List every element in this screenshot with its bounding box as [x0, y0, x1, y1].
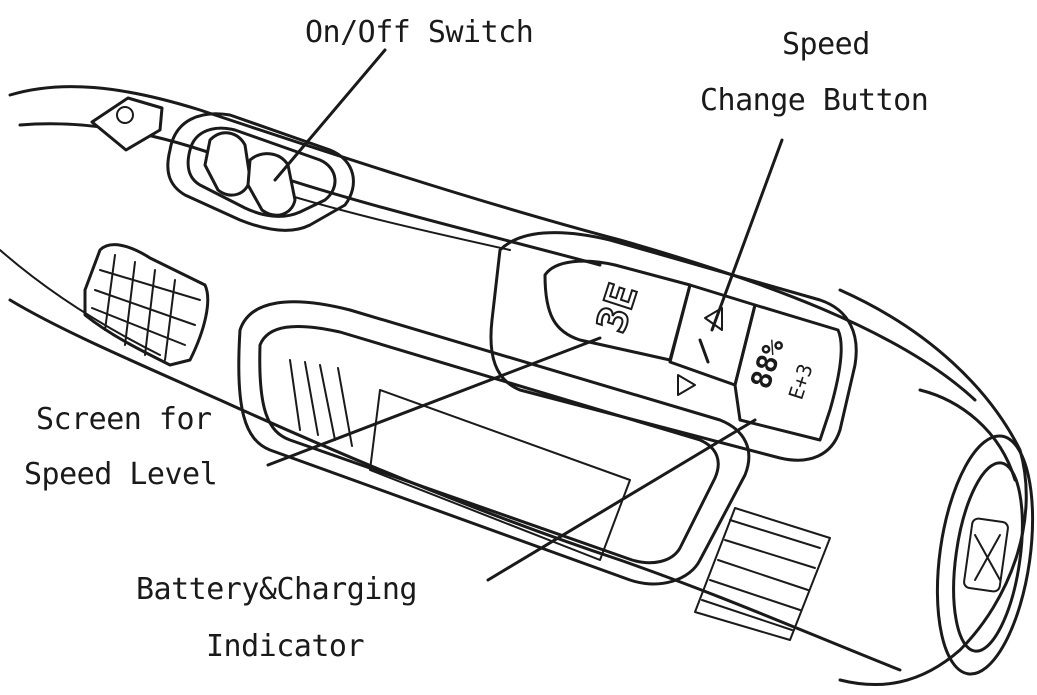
- control-panel: 3E 88% E+3: [489, 231, 858, 462]
- leader-battery-indicator: [486, 418, 757, 582]
- label-battery-line1: Battery&Charging: [136, 572, 417, 607]
- vent-grille: [83, 243, 210, 367]
- label-screen-line1: Screen for: [36, 402, 212, 437]
- svg-text:E+3: E+3: [784, 361, 818, 403]
- leader-on-off-switch: [273, 48, 387, 182]
- device-head: [838, 288, 1035, 686]
- leader-screen: [266, 336, 602, 467]
- lock-button: [90, 96, 164, 152]
- label-on-off-switch: On/Off Switch: [305, 15, 534, 50]
- leader-speed-change-button: [710, 138, 784, 332]
- svg-text:88%: 88%: [744, 334, 791, 392]
- svg-text:3E: 3E: [589, 278, 648, 338]
- side-panel: [237, 300, 751, 586]
- label-screen-line2: Speed Level: [24, 457, 218, 492]
- leader-lines: [266, 48, 784, 582]
- label-speed-change-line2: Change Button: [700, 83, 929, 118]
- on-off-switch-housing: [166, 112, 355, 232]
- label-speed-change-line1: Speed: [782, 27, 870, 62]
- label-battery-line2: Indicator: [206, 629, 365, 664]
- grip-ribs: [694, 507, 831, 641]
